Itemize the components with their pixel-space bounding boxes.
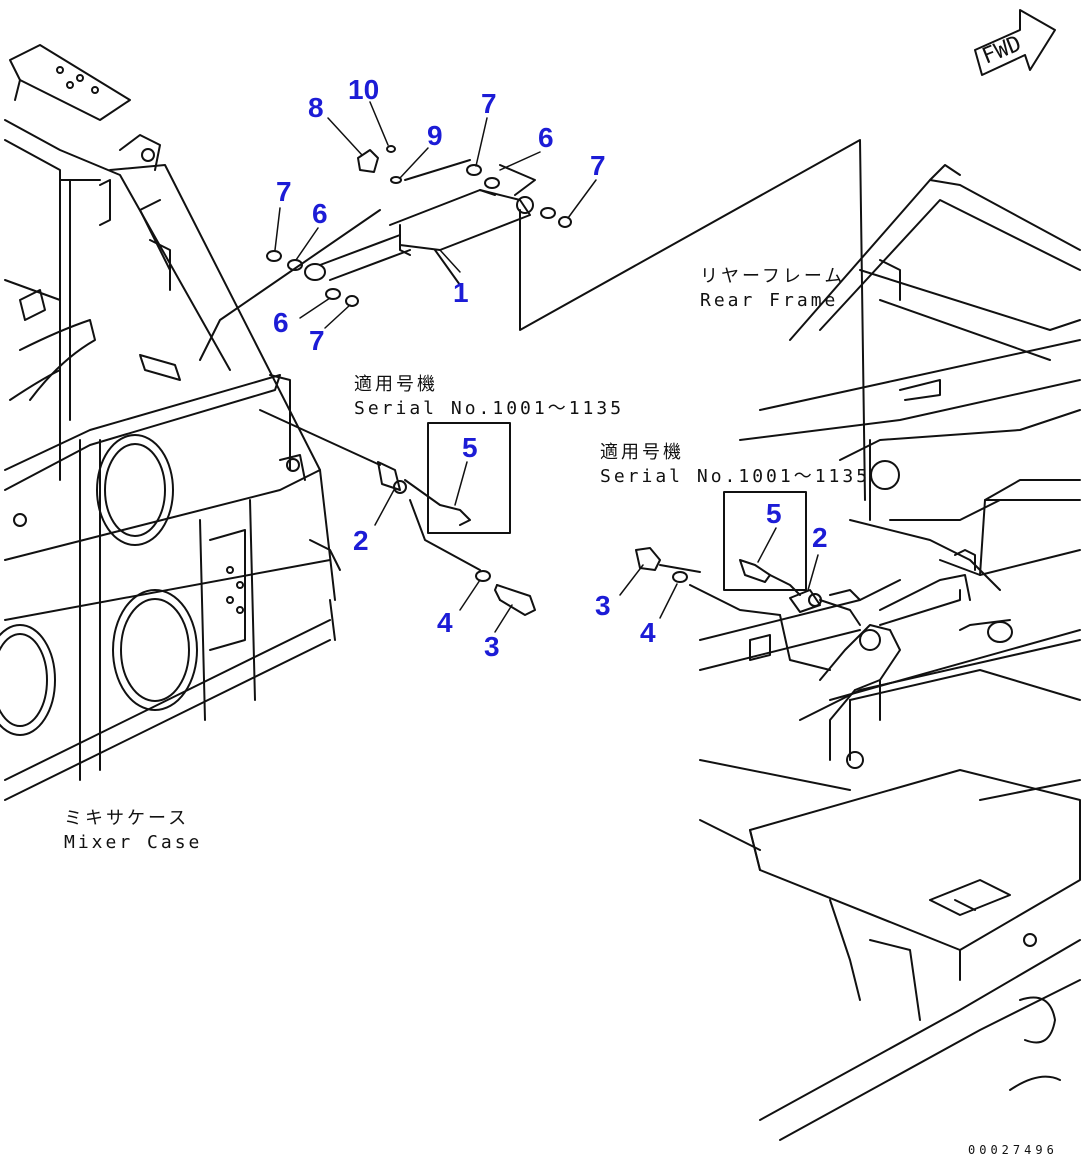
fwd-arrow-icon [974, 9, 1056, 76]
callout-8: 8 [308, 92, 324, 123]
callout-4-right: 4 [640, 617, 656, 648]
callout-7-b: 7 [309, 325, 325, 356]
callout-6-c: 6 [538, 122, 554, 153]
callout-6-b: 6 [273, 307, 289, 338]
cylinder-assembly [199, 139, 866, 501]
callout-7-d: 7 [590, 150, 606, 181]
callout-3-left: 3 [484, 631, 500, 662]
callout-10: 10 [348, 74, 380, 105]
callout-2-left: 2 [353, 525, 369, 556]
callout-5-left: 5 [462, 432, 478, 463]
callout-5-right: 5 [766, 498, 782, 529]
left-sensor-group [259, 409, 536, 616]
callout-9: 9 [427, 120, 443, 151]
serial-label-en-right: Serial No.1001～1135 [600, 466, 871, 487]
mixer-case-label-jp: ミキサケース [64, 808, 190, 829]
mixer-case-label-en: Mixer Case [64, 832, 203, 853]
serial-label-en-left: Serial No.1001～1135 [354, 398, 625, 419]
callout-1: 1 [453, 277, 469, 308]
document-number: 00027496 [968, 1143, 1058, 1157]
mixer-case-structure [0, 44, 341, 801]
callout-leaders [274, 101, 819, 633]
serial-label-jp-right: 適用号機 [600, 442, 684, 463]
rear-frame-structure [699, 164, 1081, 1141]
callout-2-right: 2 [812, 522, 828, 553]
callout-7-a: 7 [276, 176, 292, 207]
serial-label-jp-left: 適用号機 [354, 374, 438, 395]
callout-7-c: 7 [481, 88, 497, 119]
callout-4-left: 4 [437, 607, 453, 638]
callout-3-right: 3 [595, 590, 611, 621]
rear-frame-label-en: Rear Frame [700, 290, 839, 311]
right-sensor-group [635, 491, 861, 671]
callout-6-a: 6 [312, 198, 328, 229]
rear-frame-label-jp: リヤーフレーム [700, 266, 846, 287]
